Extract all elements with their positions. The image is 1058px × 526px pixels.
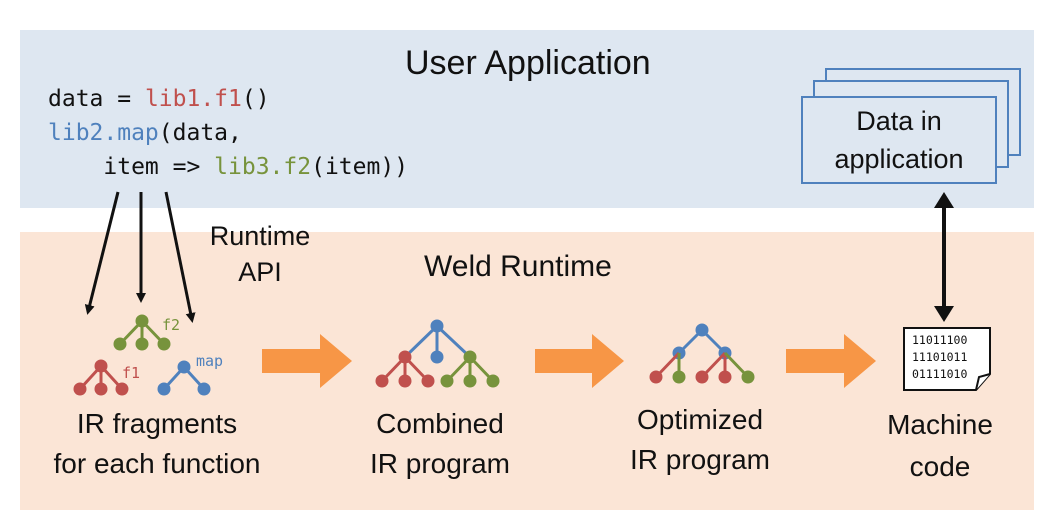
- api-arrow-f2: [164, 191, 196, 323]
- user-application-title: User Application: [405, 44, 651, 82]
- weld-runtime-title: Weld Runtime: [424, 250, 612, 283]
- api-arrow-f1: [84, 191, 120, 315]
- code-line: lib2.map(data,: [48, 116, 408, 150]
- machine-bit-row: 01111010: [912, 367, 968, 381]
- runtime-api-line2: API: [238, 257, 282, 287]
- flow-arrow-3: [786, 334, 876, 388]
- stage-combined-line1: Combined: [376, 408, 504, 439]
- tree-fragment-f1: [73, 359, 129, 396]
- data-box-line1: Data in: [856, 106, 942, 136]
- combined-ir-tree: [375, 319, 500, 388]
- document-fold: [975, 373, 991, 391]
- flow-arrow-2: [535, 334, 624, 388]
- runtime-api-line1: Runtime: [209, 221, 311, 251]
- code-token: (): [241, 86, 270, 112]
- code-token: lib2.map: [48, 120, 159, 146]
- fragment-label-f1: f1: [122, 364, 140, 382]
- stage-optimized-label: Optimized IR program: [615, 400, 785, 480]
- code-token: (data,: [158, 120, 242, 146]
- code-token: (item)): [311, 154, 409, 180]
- stage-optimized-line1: Optimized: [636, 404, 764, 435]
- code-token: lib1.f1: [144, 86, 242, 112]
- code-line: data = lib1.f1(): [48, 82, 408, 116]
- code-token: lib3.f2: [214, 154, 312, 180]
- user-code-block: data = lib1.f1()lib2.map(data, item => l…: [48, 82, 408, 184]
- fragment-label-map: map: [196, 352, 223, 370]
- stage-machine-line2: code: [909, 451, 971, 482]
- stage-optimized-line2: IR program: [629, 444, 771, 475]
- fragment-label-f2: f2: [162, 316, 180, 334]
- data-machine-double-arrow: [934, 192, 954, 322]
- data-in-application-box: Data in application: [801, 96, 997, 184]
- stage-ir-fragments-label: IR fragments for each function: [22, 404, 292, 484]
- stage-machine-line1: Machine: [887, 409, 993, 440]
- flow-arrow-1: [262, 334, 352, 388]
- code-token: data =: [48, 86, 145, 112]
- stage-combined-line2: IR program: [369, 448, 511, 479]
- stage-machine-code-label: Machine code: [870, 404, 1010, 488]
- stage-combined-label: Combined IR program: [355, 404, 525, 484]
- machine-bit-row: 11011100: [912, 333, 968, 347]
- stage-ir-fragments-line2: for each function: [53, 448, 261, 479]
- machine-bit-row: 11101011: [912, 350, 968, 364]
- code-token: item =>: [48, 154, 215, 180]
- runtime-api-label: Runtime API: [190, 218, 330, 290]
- optimized-ir-tree: [649, 323, 755, 384]
- data-box-line2: application: [834, 144, 964, 174]
- code-line: item => lib3.f2(item)): [48, 150, 408, 184]
- machine-code-bits: 11011100 11101011 01111010: [912, 332, 967, 383]
- tree-fragment-map: [157, 360, 211, 396]
- tree-fragment-f2: [113, 314, 171, 351]
- stage-ir-fragments-line1: IR fragments: [76, 408, 238, 439]
